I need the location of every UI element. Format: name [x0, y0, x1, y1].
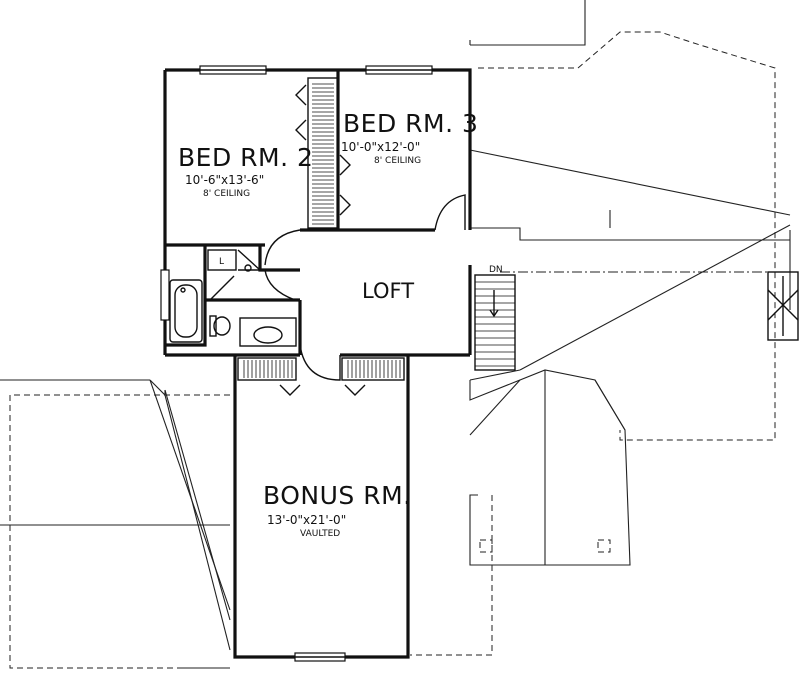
stair — [474, 274, 516, 371]
bed-rm-3-ceiling: 8' CEILING — [374, 156, 421, 166]
roof-outline-lower-left — [0, 379, 231, 669]
bonus-rm-size: 13'-0"x21'-0" — [267, 513, 346, 527]
laundry-label: L — [219, 257, 224, 267]
bathroom-fixtures — [169, 249, 297, 347]
roof-outline-right — [469, 0, 791, 441]
windows — [160, 65, 433, 662]
room-labels: BED RM. 2 10'-6"x13'-6" 8' CEILING BED R… — [178, 109, 503, 539]
bed-rm-3-size: 10'-0"x12'-0" — [341, 140, 420, 154]
roof-vent-icon — [767, 271, 799, 341]
bonus-closet-shelving — [237, 357, 405, 381]
bed-rm-2-ceiling: 8' CEILING — [203, 189, 250, 199]
door-swings — [264, 194, 466, 381]
loft-label: LOFT — [362, 279, 414, 303]
closet-shelving — [307, 77, 339, 229]
closet-door-chevrons — [279, 84, 366, 396]
bed-rm-2-size: 10'-6"x13'-6" — [185, 173, 264, 187]
bed-rm-3-label: BED RM. 3 — [343, 109, 478, 138]
roof-outline-lower-right — [410, 369, 631, 656]
bed-rm-2-label: BED RM. 2 — [178, 143, 313, 172]
bonus-rm-ceiling: VAULTED — [300, 529, 340, 539]
bonus-rm-label: BONUS RM. — [263, 481, 412, 510]
stair-dn-label: DN — [489, 265, 503, 275]
